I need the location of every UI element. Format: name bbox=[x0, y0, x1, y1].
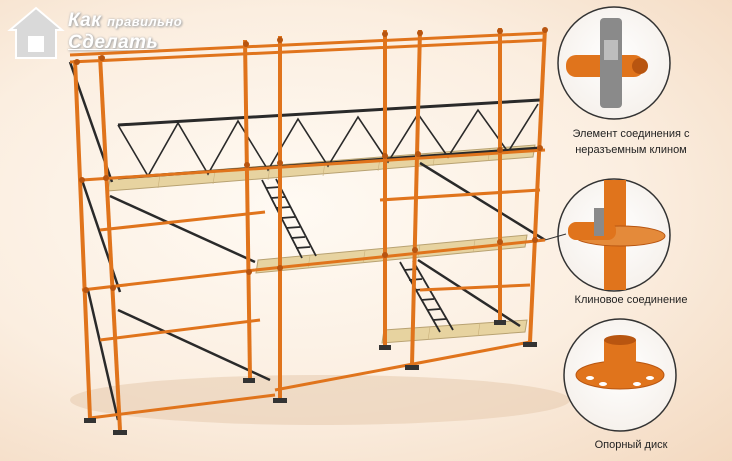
deck-middle bbox=[255, 234, 528, 274]
callout-pointer bbox=[544, 233, 567, 241]
ladders bbox=[261, 178, 454, 333]
callout-base-disc bbox=[563, 318, 677, 432]
disc-holes bbox=[586, 376, 654, 386]
callout-wedge-joint bbox=[557, 178, 671, 292]
horizontal-pipes bbox=[69, 31, 546, 420]
disc-collar-top bbox=[604, 335, 636, 345]
wedge-clamp bbox=[600, 18, 622, 108]
logo-text-line2: Сделать bbox=[68, 32, 159, 53]
site-logo: Как правильно Сделать bbox=[6, 4, 236, 62]
logo-text-line1: Как правильно bbox=[68, 10, 182, 32]
wedge-end bbox=[632, 58, 648, 74]
logo-word-pravilno: правильно bbox=[107, 14, 183, 29]
logo-word-kak: Как bbox=[68, 10, 102, 31]
callout-label-3: Опорный диск bbox=[594, 439, 668, 451]
deck-lower bbox=[381, 319, 528, 344]
ground-shadow bbox=[70, 375, 570, 425]
disc-collar bbox=[604, 340, 636, 378]
joint-ledger bbox=[568, 222, 616, 240]
callout-wedge-element bbox=[557, 6, 671, 120]
diagonal-braces bbox=[68, 61, 546, 421]
house-logo-icon bbox=[7, 6, 65, 59]
callout-label-2: Клиновое соединение bbox=[574, 294, 688, 306]
joint-wedge bbox=[594, 208, 604, 236]
base-jacks bbox=[84, 320, 537, 435]
rosette-discs bbox=[74, 27, 548, 293]
callout-label-1: Элемент соединения с неразъемным клином bbox=[572, 128, 690, 156]
vertical-standards bbox=[73, 27, 547, 431]
wedge-head bbox=[604, 40, 618, 60]
